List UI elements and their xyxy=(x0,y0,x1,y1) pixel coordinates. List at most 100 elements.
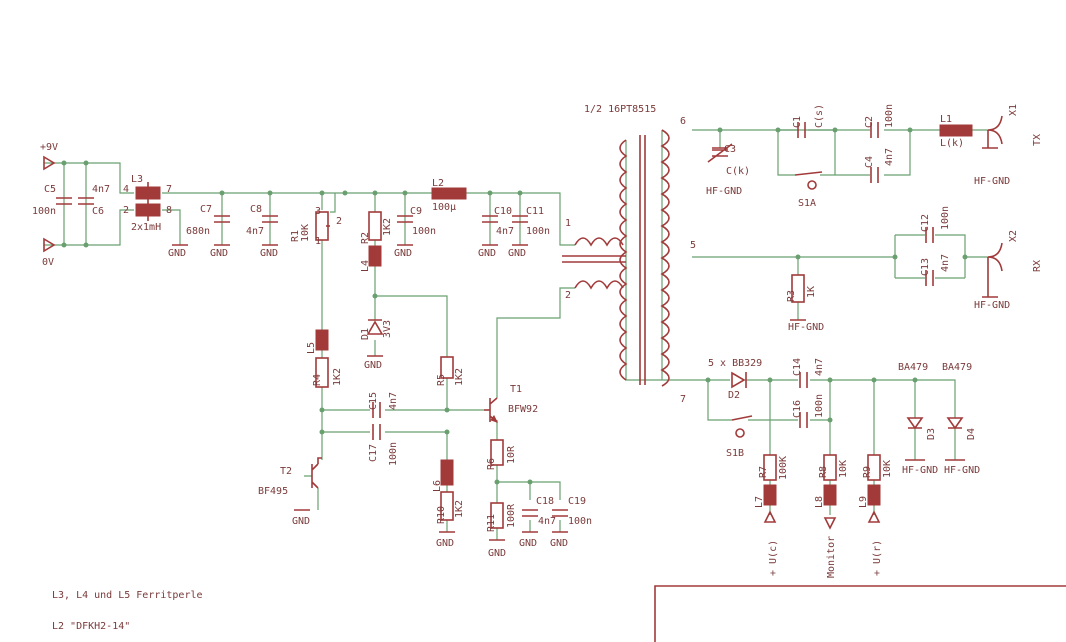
resistor-r9-icon xyxy=(867,454,881,481)
capacitor-c14-icon xyxy=(799,372,808,388)
label-r7-value: 100K xyxy=(778,456,789,480)
inductor-l4-icon xyxy=(368,245,382,267)
label-r9: R9 xyxy=(862,466,873,478)
label-r9-value: 10K xyxy=(882,460,893,478)
label-c17: C17 xyxy=(368,444,379,462)
label-c14-value: 4n7 xyxy=(814,358,825,376)
label-gnd-c19: GND xyxy=(550,538,568,549)
label-c1: C1 xyxy=(792,116,803,128)
label-c19: C19 xyxy=(568,496,586,507)
label-l3-pin7: 7 xyxy=(166,184,172,195)
inductor-l8-icon xyxy=(823,484,837,506)
capacitor-c13-icon xyxy=(925,270,934,286)
capacitor-c19-icon xyxy=(552,509,568,517)
label-transformer: 1/2 16PT8515 xyxy=(584,104,656,115)
label-c8: C8 xyxy=(250,204,262,215)
label-x1-value: TX xyxy=(1032,134,1043,146)
label-r4: R4 xyxy=(312,374,323,386)
resistor-r4-icon xyxy=(315,357,329,388)
labels: +9V 0V C5 100n 4n7 C6 L3 2x1mH 4 7 2 8 C… xyxy=(32,104,1043,632)
label-c7: C7 xyxy=(200,204,212,215)
label-c16-value: 100n xyxy=(814,394,825,418)
monitor-arrow-icon xyxy=(823,517,837,530)
label-r3: R3 xyxy=(786,290,797,302)
label-r2-value: 1K2 xyxy=(382,218,393,236)
label-gnd-c18: GND xyxy=(519,538,537,549)
label-l2: L2 xyxy=(432,178,444,189)
label-gnd-c10: GND xyxy=(478,248,496,259)
label-c4-value: 4n7 xyxy=(884,148,895,166)
label-r1-value: 10K xyxy=(300,224,311,242)
label-s1b: S1B xyxy=(726,448,744,459)
capacitor-c9-icon xyxy=(397,215,413,223)
label-pin1: 1 xyxy=(565,218,571,229)
capacitor-c18-icon xyxy=(522,509,538,517)
label-monitor: Monitor xyxy=(826,536,837,578)
label-r11: R11 xyxy=(486,514,497,532)
label-l9: L9 xyxy=(858,496,869,508)
label-uc: + U(c) xyxy=(768,540,779,576)
label-r3-value: 1K xyxy=(806,286,817,298)
label-c6: C6 xyxy=(92,206,104,217)
connector-x1-icon xyxy=(987,115,1003,148)
label-l4: L4 xyxy=(360,260,371,272)
label-pin6: 6 xyxy=(680,116,686,127)
label-c5-value: 100n xyxy=(32,206,56,217)
switch-s1b-icon xyxy=(731,415,753,438)
label-d2: D2 xyxy=(728,390,740,401)
diode-d4-icon xyxy=(946,417,964,430)
label-c5: C5 xyxy=(44,184,56,195)
label-r7: R7 xyxy=(758,466,769,478)
label-r6: R6 xyxy=(486,458,497,470)
note-l2: L2 "DFKH2-14" xyxy=(52,621,130,632)
label-r10: R10 xyxy=(436,506,447,524)
label-hfgnd-d4: HF-GND xyxy=(944,465,980,476)
label-c16: C16 xyxy=(792,400,803,418)
transistor-t2-icon xyxy=(311,463,319,489)
supply-pos-arrow-icon xyxy=(43,155,56,171)
resistor-r2-icon xyxy=(368,211,382,241)
note-ferrite: L3, L4 und L5 Ferritperle xyxy=(52,590,203,601)
label-d1: D1 xyxy=(360,328,371,340)
label-pin5: 5 xyxy=(690,240,696,251)
label-c2: C2 xyxy=(864,116,875,128)
label-c10-value: 4n7 xyxy=(496,226,514,237)
capacitor-c11-icon xyxy=(512,215,528,223)
label-l7: L7 xyxy=(754,496,765,508)
capacitor-c4-icon xyxy=(870,167,879,183)
label-r5-value: 1K2 xyxy=(454,368,465,386)
capacitor-c10-icon xyxy=(482,215,498,223)
label-c12-value: 100n xyxy=(940,206,951,230)
label-l6: L6 xyxy=(432,480,443,492)
capacitor-c16-icon xyxy=(799,412,808,428)
label-c13: C13 xyxy=(920,258,931,276)
label-supply-pos: +9V xyxy=(40,142,58,153)
label-d4: D4 xyxy=(966,428,977,440)
label-l1: L1 xyxy=(940,114,952,125)
label-hfgnd-r3: HF-GND xyxy=(788,322,824,333)
label-gnd-d1: GND xyxy=(364,360,382,371)
capacitor-c12-icon xyxy=(925,227,934,243)
inductor-l6-icon xyxy=(440,459,454,486)
resistor-r11-icon xyxy=(490,502,504,529)
label-hfgnd-d3: HF-GND xyxy=(902,465,938,476)
label-supply-neg: 0V xyxy=(42,257,54,268)
label-c13-value: 4n7 xyxy=(940,254,951,272)
label-c6-value: 4n7 xyxy=(92,184,110,195)
label-gnd-r10: GND xyxy=(436,538,454,549)
capacitor-c8-icon xyxy=(262,215,278,223)
label-hfgnd-x1: HF-GND xyxy=(974,176,1010,187)
label-c18: C18 xyxy=(536,496,554,507)
capacitor-c5-icon xyxy=(56,197,72,205)
label-r4-value: 1K2 xyxy=(332,368,343,386)
label-l3-pin8: 8 xyxy=(166,205,172,216)
label-c15: C15 xyxy=(368,392,379,410)
title-block-frame xyxy=(654,585,1066,642)
label-t2-value: BF495 xyxy=(258,486,288,497)
gnd-symbols xyxy=(172,147,998,541)
label-c4: C4 xyxy=(864,156,875,168)
label-r8: R8 xyxy=(818,466,829,478)
label-c18-value: 4n7 xyxy=(538,516,556,527)
uc-arrow-icon xyxy=(763,510,777,523)
label-r6-value: 10R xyxy=(506,445,517,464)
